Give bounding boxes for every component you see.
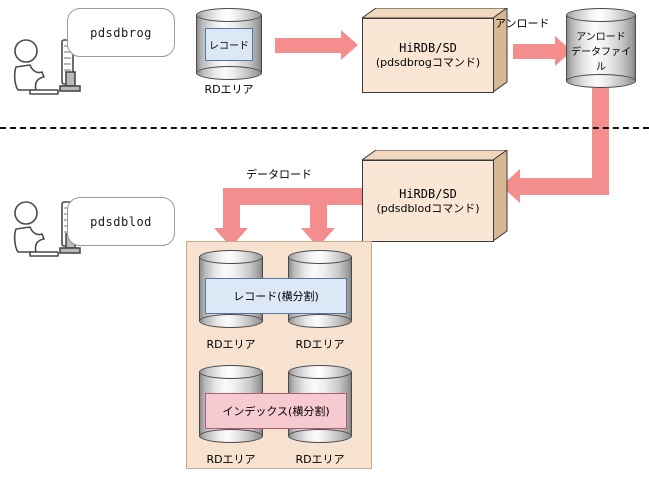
caption-record-rd-area-1: RDエリア <box>206 338 256 351</box>
caption-index-rd-area-1: RDエリア <box>206 453 256 466</box>
arrow-unload-to-process <box>275 30 360 60</box>
cylinder-top-cap <box>196 8 262 22</box>
process-box-pdsdblod: HiRDB/SD (pdsdblodコマンド) <box>362 150 508 242</box>
process-box-pdsdbrog: HiRDB/SD (pdsdbrogコマンド) <box>362 8 508 93</box>
cylinder-unload-data-file <box>566 8 636 88</box>
callout-pdsdbrog-label: pdsdbrog <box>90 25 152 40</box>
process-box-face: HiRDB/SD (pdsdbrogコマンド) <box>362 18 494 93</box>
cylinder-top-cap <box>288 365 352 379</box>
cylinder-bottom-cap <box>199 429 263 443</box>
cylinder-top-cap <box>566 8 636 22</box>
caption-record-rd-area-2: RDエリア <box>295 338 345 351</box>
cylinder-bottom-cap <box>288 429 352 443</box>
label-data-load: データロード <box>246 168 312 181</box>
callout-pdsdbrog: pdsdbrog <box>67 8 175 57</box>
plate-record-horizontal-partition: レコード(横分割) <box>205 278 347 314</box>
caption-index-rd-area-2: RDエリア <box>295 453 345 466</box>
plate-record-horizontal-partition-label: レコード(横分割) <box>233 290 319 303</box>
label-unload: アンロード <box>495 17 550 30</box>
plate-index-horizontal-partition: インデックス(横分割) <box>205 393 347 429</box>
process-box-command: (pdsdbrogコマンド) <box>375 56 481 69</box>
arrow-fork-bar <box>223 188 363 205</box>
callout-pdsdblod: pdsdblod <box>67 197 175 246</box>
cylinder-bottom-cap <box>196 66 262 80</box>
cylinder-bottom-cap <box>199 314 263 328</box>
caption-source-rd-area: RDエリア <box>204 83 254 96</box>
process-box-title: HiRDB/SD <box>399 41 457 55</box>
plate-record: レコード <box>205 28 253 61</box>
callout-pdsdblod-label: pdsdblod <box>90 214 152 229</box>
process-box-title: HiRDB/SD <box>399 186 457 201</box>
process-box-face: HiRDB/SD (pdsdblodコマンド) <box>362 160 494 242</box>
cylinder-bottom-cap <box>288 314 352 328</box>
plate-index-horizontal-partition-label: インデックス(横分割) <box>222 405 330 418</box>
plate-record-label: レコード <box>209 41 249 52</box>
cylinder-top-cap <box>199 250 263 264</box>
label-unload-data-file: アンロード データファイル <box>571 32 631 73</box>
cylinder-body <box>566 15 636 81</box>
arrow-fork-right-shaft <box>310 205 327 230</box>
process-box-command: (pdsdblodコマンド) <box>376 201 480 215</box>
section-divider <box>0 127 649 129</box>
arrow-fork-left-shaft <box>223 205 240 230</box>
cylinder-bottom-cap <box>566 74 636 88</box>
cylinder-top-cap <box>199 365 263 379</box>
cylinder-top-cap <box>288 250 352 264</box>
